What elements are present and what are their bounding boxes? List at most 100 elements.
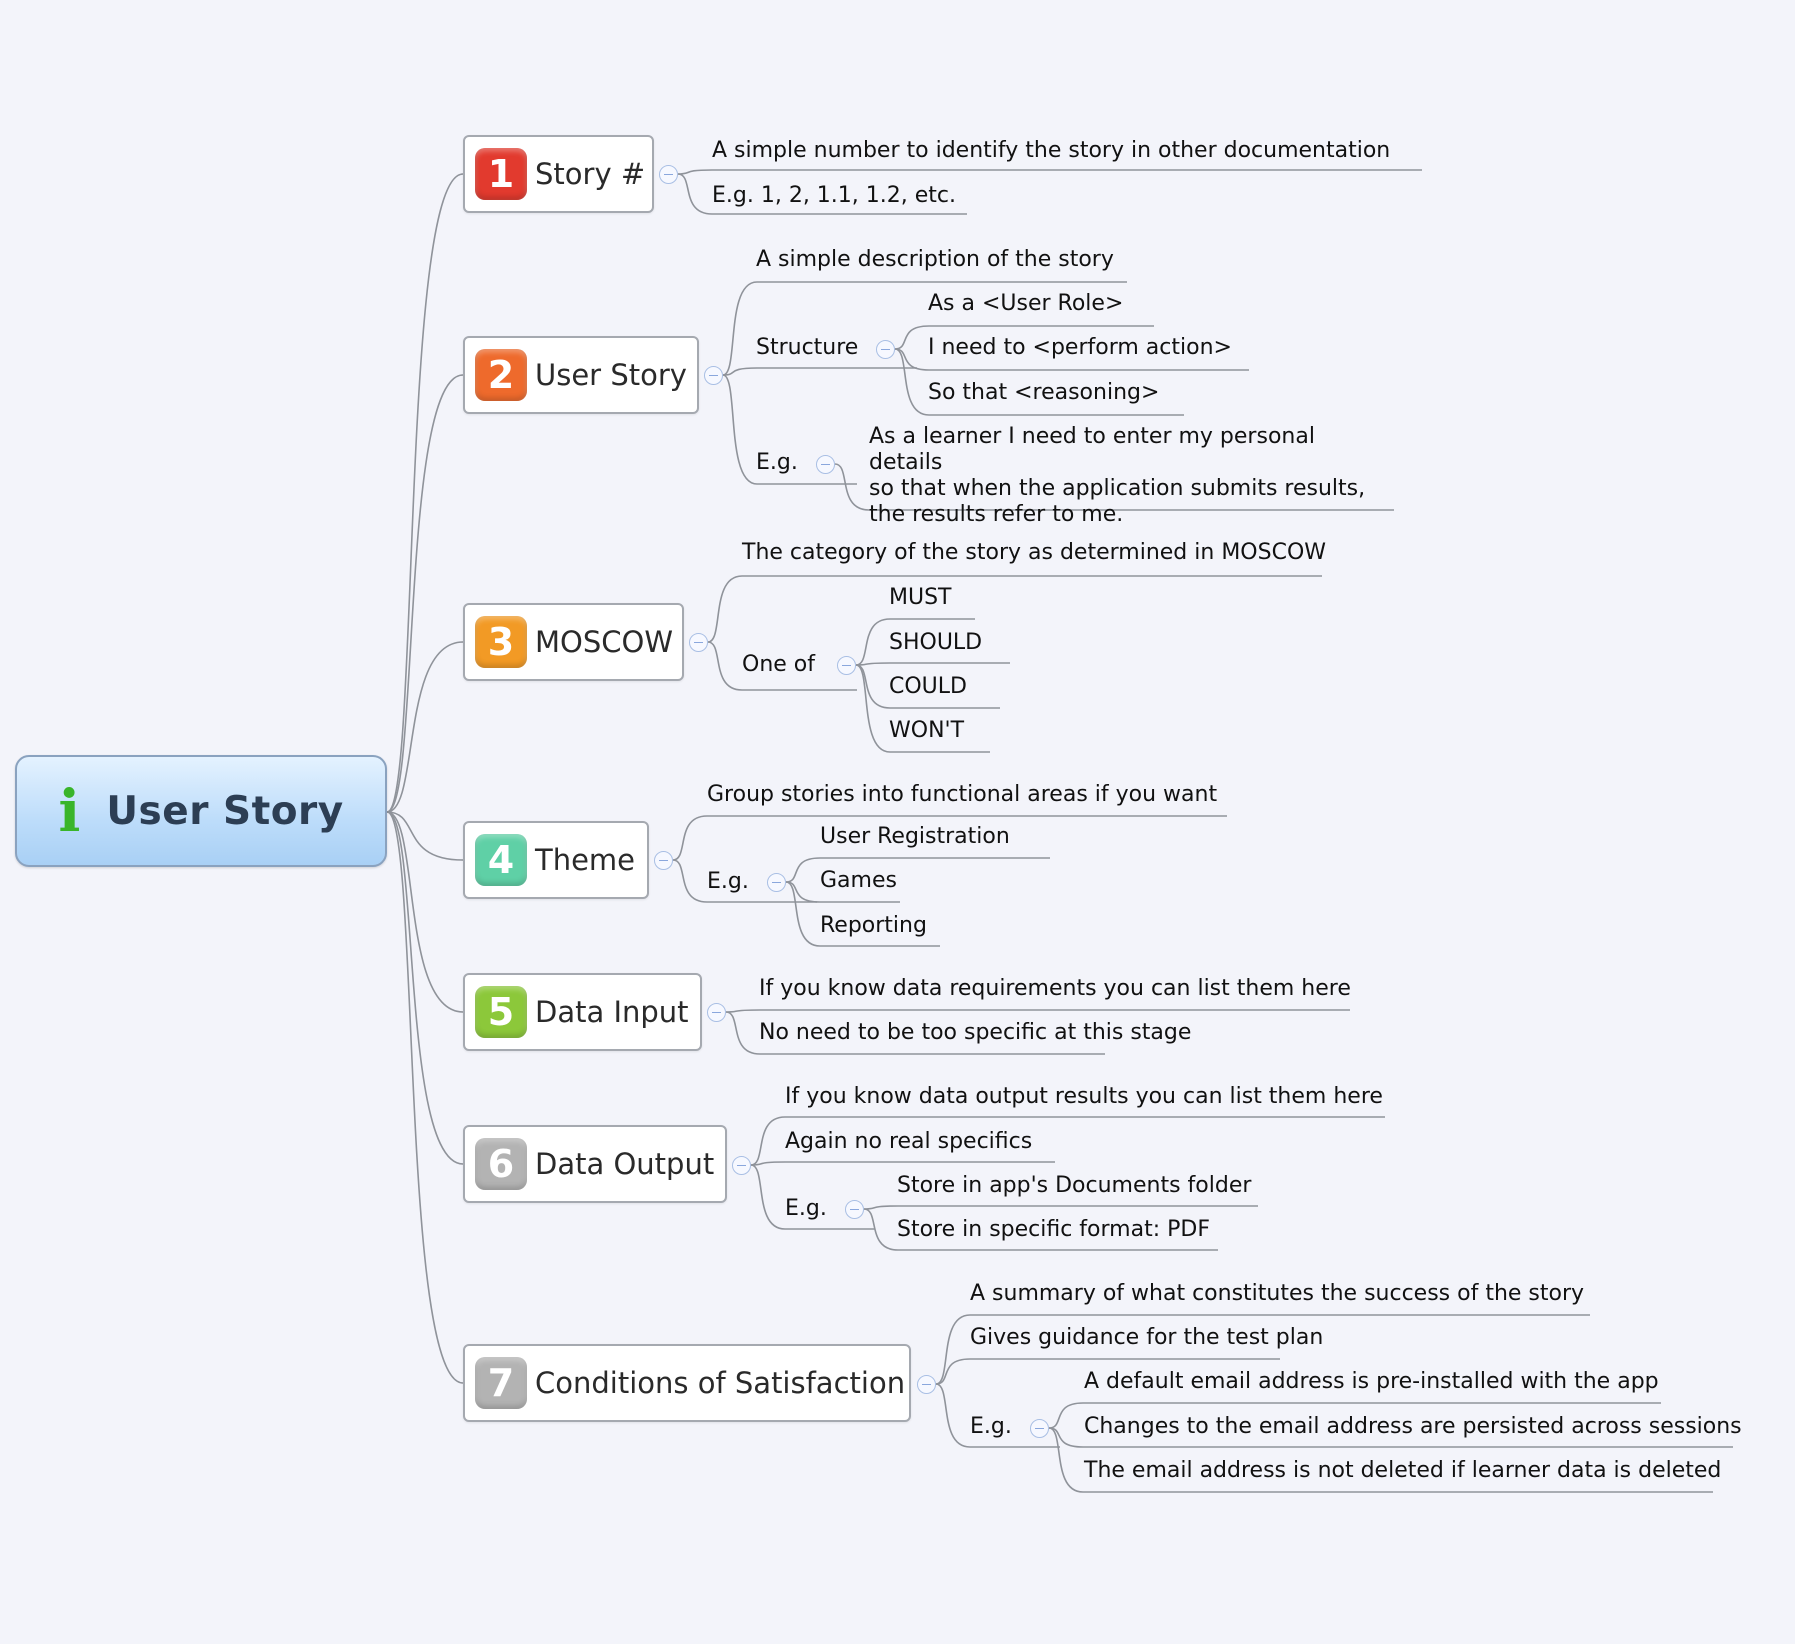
leaf-note: Again no real specifics xyxy=(785,1129,1033,1154)
branch-connector xyxy=(1048,1427,1713,1493)
leaf-note: Gives guidance for the test plan xyxy=(970,1325,1324,1350)
leaf-note: Games xyxy=(820,868,897,893)
collapse-toggle[interactable] xyxy=(837,656,856,675)
leaf-note: The email address is not deleted if lear… xyxy=(1084,1458,1722,1483)
central-topic-title: User Story xyxy=(106,788,344,834)
topic-data-input[interactable]: 5 Data Input xyxy=(463,973,702,1051)
branch-connector xyxy=(785,881,940,947)
leaf-note: Group stories into functional areas if y… xyxy=(707,782,1218,807)
topic-moscow[interactable]: 3 MOSCOW xyxy=(463,603,684,681)
topic-label: Conditions of Satisfaction xyxy=(535,1366,906,1400)
leaf-note: Changes to the email address are persist… xyxy=(1084,1414,1742,1439)
collapse-toggle[interactable] xyxy=(732,1156,751,1175)
topic-label: Story # xyxy=(535,157,646,191)
topic-label: Theme xyxy=(535,843,636,877)
branch-connector xyxy=(1048,1402,1661,1429)
leaf-note: As a <User Role> xyxy=(928,291,1124,316)
topic-connector xyxy=(386,641,464,813)
leaf-group-example: E.g. xyxy=(785,1196,827,1221)
branch-connector xyxy=(785,881,900,903)
branch-connector xyxy=(722,281,1127,376)
leaf-note: A default email address is pre-installed… xyxy=(1084,1369,1659,1394)
leaf-group-example: E.g. xyxy=(970,1414,1012,1439)
number-badge: 6 xyxy=(475,1138,527,1190)
topic-theme[interactable]: 4 Theme xyxy=(463,821,649,899)
example-line: the results refer to me. xyxy=(869,502,1124,527)
leaf-note: I need to <perform action> xyxy=(928,335,1232,360)
branch-connector xyxy=(834,463,1394,511)
leaf-example-text: As a learner I need to enter my personal… xyxy=(869,424,1389,528)
topic-connector xyxy=(386,811,464,1384)
leaf-note: So that <reasoning> xyxy=(928,380,1160,405)
branch-connector xyxy=(855,662,1010,666)
number-badge: 7 xyxy=(475,1357,527,1409)
topic-label: Data Output xyxy=(535,1147,715,1181)
branch-connector xyxy=(863,1208,1218,1251)
topic-conditions-of-satisfaction[interactable]: 7 Conditions of Satisfaction xyxy=(463,1344,911,1422)
leaf-note: Store in app's Documents folder xyxy=(897,1173,1252,1198)
leaf-note: If you know data requirements you can li… xyxy=(759,976,1351,1001)
topic-data-output[interactable]: 6 Data Output xyxy=(463,1125,727,1203)
branch-connector xyxy=(863,1205,1258,1210)
leaf-option-must: MUST xyxy=(889,585,952,610)
branch-connector xyxy=(750,1116,1385,1166)
collapse-toggle[interactable] xyxy=(704,366,723,385)
collapse-toggle[interactable] xyxy=(707,1003,726,1022)
central-topic[interactable]: i User Story xyxy=(15,755,387,867)
leaf-note: No need to be too specific at this stage xyxy=(759,1020,1192,1045)
example-line: so that when the application submits res… xyxy=(869,476,1366,501)
collapse-toggle[interactable] xyxy=(816,455,835,474)
collapse-toggle[interactable] xyxy=(1030,1419,1049,1438)
branch-connector xyxy=(750,1164,875,1230)
branch-connector xyxy=(894,348,1249,371)
branch-connector xyxy=(935,1383,1060,1448)
collapse-toggle[interactable] xyxy=(845,1200,864,1219)
leaf-group-structure: Structure xyxy=(756,335,859,360)
leaf-option-should: SHOULD xyxy=(889,630,983,655)
leaf-note: E.g. 1, 2, 1.1, 1.2, etc. xyxy=(712,183,957,208)
topic-label: MOSCOW xyxy=(535,625,674,659)
branch-connector xyxy=(672,859,817,903)
branch-connector xyxy=(707,641,857,691)
leaf-note: Reporting xyxy=(820,913,927,938)
leaf-note: Store in specific format: PDF xyxy=(897,1217,1210,1242)
number-badge: 2 xyxy=(475,349,527,401)
topic-connector xyxy=(386,374,464,813)
leaf-note: A simple number to identify the story in… xyxy=(712,138,1391,163)
branch-connector xyxy=(722,374,857,485)
collapse-toggle[interactable] xyxy=(767,873,786,892)
collapse-toggle[interactable] xyxy=(917,1375,936,1394)
branch-connector xyxy=(1048,1427,1733,1448)
branch-connector xyxy=(935,1358,1280,1385)
branch-connector xyxy=(855,618,975,666)
topic-connector xyxy=(386,173,464,813)
branch-connector xyxy=(894,325,1154,350)
branch-connector xyxy=(894,348,1184,416)
branch-connector xyxy=(750,1161,1055,1166)
branch-connector xyxy=(855,664,990,753)
topic-connector xyxy=(386,811,464,1165)
branch-connector xyxy=(677,173,967,215)
collapse-toggle[interactable] xyxy=(689,633,708,652)
topic-story-number[interactable]: 1 Story # xyxy=(463,135,654,213)
topic-label: User Story xyxy=(535,358,687,392)
leaf-note: A simple description of the story xyxy=(756,247,1114,272)
topic-user-story[interactable]: 2 User Story xyxy=(463,336,699,414)
leaf-option-could: COULD xyxy=(889,674,967,699)
collapse-toggle[interactable] xyxy=(876,340,895,359)
branch-connector xyxy=(722,367,917,376)
leaf-group-example: E.g. xyxy=(756,450,798,475)
collapse-toggle[interactable] xyxy=(659,165,678,184)
collapse-toggle[interactable] xyxy=(654,851,673,870)
topic-label: Data Input xyxy=(535,995,689,1029)
leaf-option-wont: WON'T xyxy=(889,718,965,743)
branch-connector xyxy=(935,1314,1590,1385)
topic-connector xyxy=(386,811,464,861)
info-icon: i xyxy=(58,777,81,845)
number-badge: 5 xyxy=(475,986,527,1038)
leaf-group-one-of: One of xyxy=(742,652,815,677)
number-badge: 4 xyxy=(475,834,527,886)
branch-connector xyxy=(725,1009,1350,1013)
